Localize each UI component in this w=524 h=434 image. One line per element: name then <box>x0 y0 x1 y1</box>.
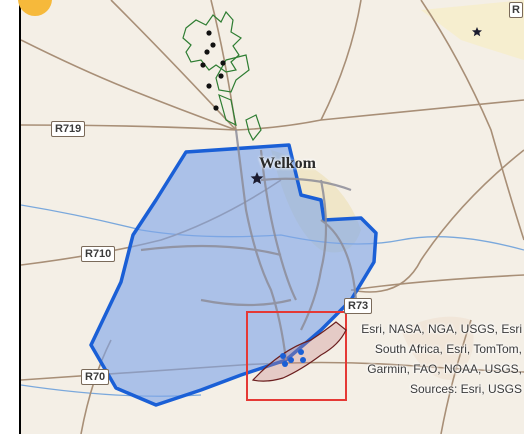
terrain-patch <box>401 316 474 380</box>
polygon-roads <box>140 129 358 361</box>
southern-sample-points[interactable] <box>280 349 306 367</box>
attribution-line: South Africa, Esri, TomTom, <box>374 342 522 356</box>
city-star-icon[interactable] <box>471 27 482 37</box>
attribution-line: Garmin, FAO, NOAA, USGS, <box>367 362 522 376</box>
road-shield-r719: R719 <box>51 121 86 137</box>
terrain-patch <box>421 0 524 60</box>
mine-shaft-points[interactable] <box>200 30 226 111</box>
attribution-line: Esri, NASA, NGA, USGS, Esri <box>361 322 522 336</box>
partial-place-label: R <box>509 2 523 18</box>
highlight-box[interactable] <box>246 311 347 401</box>
road-shield-r70: R70 <box>81 369 110 385</box>
road-shield-r710: R710 <box>81 246 116 262</box>
corner-badge <box>18 0 52 16</box>
map-attribution[interactable]: Esri, NASA, NGA, USGS, Esri South Africa… <box>361 319 522 399</box>
study-area-polygon[interactable] <box>89 143 378 407</box>
city-star-icon[interactable] <box>250 172 264 184</box>
city-label-welkom: Welkom <box>259 155 316 172</box>
mine-lease-outline[interactable] <box>182 10 262 142</box>
map-canvas[interactable] <box>21 0 524 434</box>
frame-left-border <box>19 0 21 434</box>
road-shield-r73: R73 <box>344 298 373 314</box>
attribution-line: Sources: Esri, USGS <box>409 382 522 396</box>
map-view[interactable]: Welkom R719 R710 R73 R70 R Esri, NASA, N… <box>21 0 524 434</box>
